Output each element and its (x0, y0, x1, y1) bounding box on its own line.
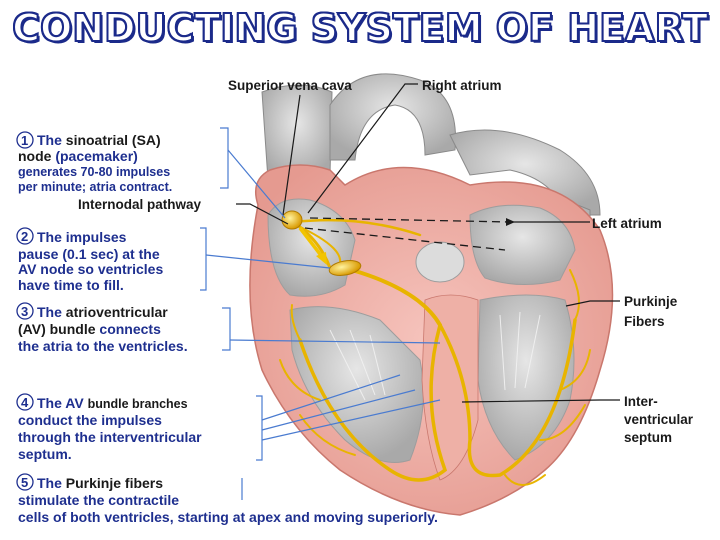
label-purkinje-2: Fibers (624, 314, 665, 329)
av-node (328, 260, 362, 276)
label-ivs-2: ventricular (624, 412, 694, 427)
svg-text:cells of both ventricles, star: cells of both ventricles, starting at ap… (18, 509, 438, 525)
step-1: 1 The sinoatrial (SA) node (pacemaker) g… (16, 131, 172, 194)
aorta-arch (329, 73, 457, 161)
sa-node (281, 210, 303, 230)
step-number-badge (16, 473, 34, 491)
svg-text:the atria to the ventricles.: the atria to the ventricles. (18, 338, 188, 354)
svg-text:(AV) bundle connects: (AV) bundle connects (18, 321, 161, 337)
label-ivs-1: Inter- (624, 394, 658, 409)
svg-text:stimulate the contractile: stimulate the contractile (18, 492, 179, 508)
svg-text:have time to fill.: have time to fill. (18, 277, 124, 293)
svg-text:The sinoatrial (SA): The sinoatrial (SA) (37, 132, 161, 148)
svg-text:septum.: septum. (18, 446, 72, 462)
leader-lines (200, 83, 620, 500)
right-ventricle-cavity (289, 306, 424, 463)
aortic-valve (415, 241, 465, 283)
label-superior-vena-cava: Superior vena cava (228, 78, 352, 93)
svg-text:The Purkinje fibers: The Purkinje fibers (37, 475, 163, 491)
conduction-pathways (279, 218, 591, 486)
svg-text:node (pacemaker): node (pacemaker) (18, 148, 138, 164)
svg-text:The AV bundle branches: The AV bundle branches (37, 395, 188, 411)
step-number-badge (16, 131, 34, 149)
label-right-atrium: Right atrium (422, 78, 502, 93)
pulmonary-trunk (449, 129, 601, 216)
svg-text:conduct the impulses: conduct the impulses (18, 412, 162, 428)
svg-text:through the interventricular: through the interventricular (18, 429, 202, 445)
svg-text:1: 1 (21, 133, 28, 148)
step-2: 2 The impulses pause (0.1 sec) at the AV… (16, 227, 163, 293)
step-4: 4 The AV bundle branches conduct the imp… (16, 393, 202, 462)
svg-text:3: 3 (21, 304, 28, 319)
svg-text:2: 2 (21, 229, 28, 244)
svg-text:pause (0.1 sec) at the: pause (0.1 sec) at the (18, 246, 160, 262)
label-purkinje-1: Purkinje (624, 294, 678, 309)
label-left-atrium: Left atrium (592, 216, 662, 231)
svg-text:per minute; atria contract.: per minute; atria contract. (18, 180, 172, 194)
svg-text:The atrioventricular: The atrioventricular (37, 304, 168, 320)
svg-text:4: 4 (21, 395, 29, 410)
step-number-badge (16, 227, 34, 245)
left-atrium-cavity (469, 204, 576, 286)
step-number-badge (16, 393, 34, 411)
svg-text:5: 5 (21, 475, 28, 490)
step-number-badge (16, 302, 34, 320)
svg-text:The impulses: The impulses (37, 229, 127, 245)
label-internodal-pathway: Internodal pathway (78, 197, 202, 212)
step-5: 5 The Purkinje fibers stimulate the cont… (16, 473, 438, 525)
label-ivs-3: septum (624, 430, 672, 445)
svg-text:AV node so ventricles: AV node so ventricles (18, 261, 163, 277)
page-title: CONDUCTING SYSTEM OF HEART (11, 5, 709, 51)
svg-text:generates 70-80 impulses: generates 70-80 impulses (18, 165, 170, 179)
step-3: 3 The atrioventricular (AV) bundle conne… (16, 302, 188, 354)
heart-illustration (249, 73, 614, 516)
